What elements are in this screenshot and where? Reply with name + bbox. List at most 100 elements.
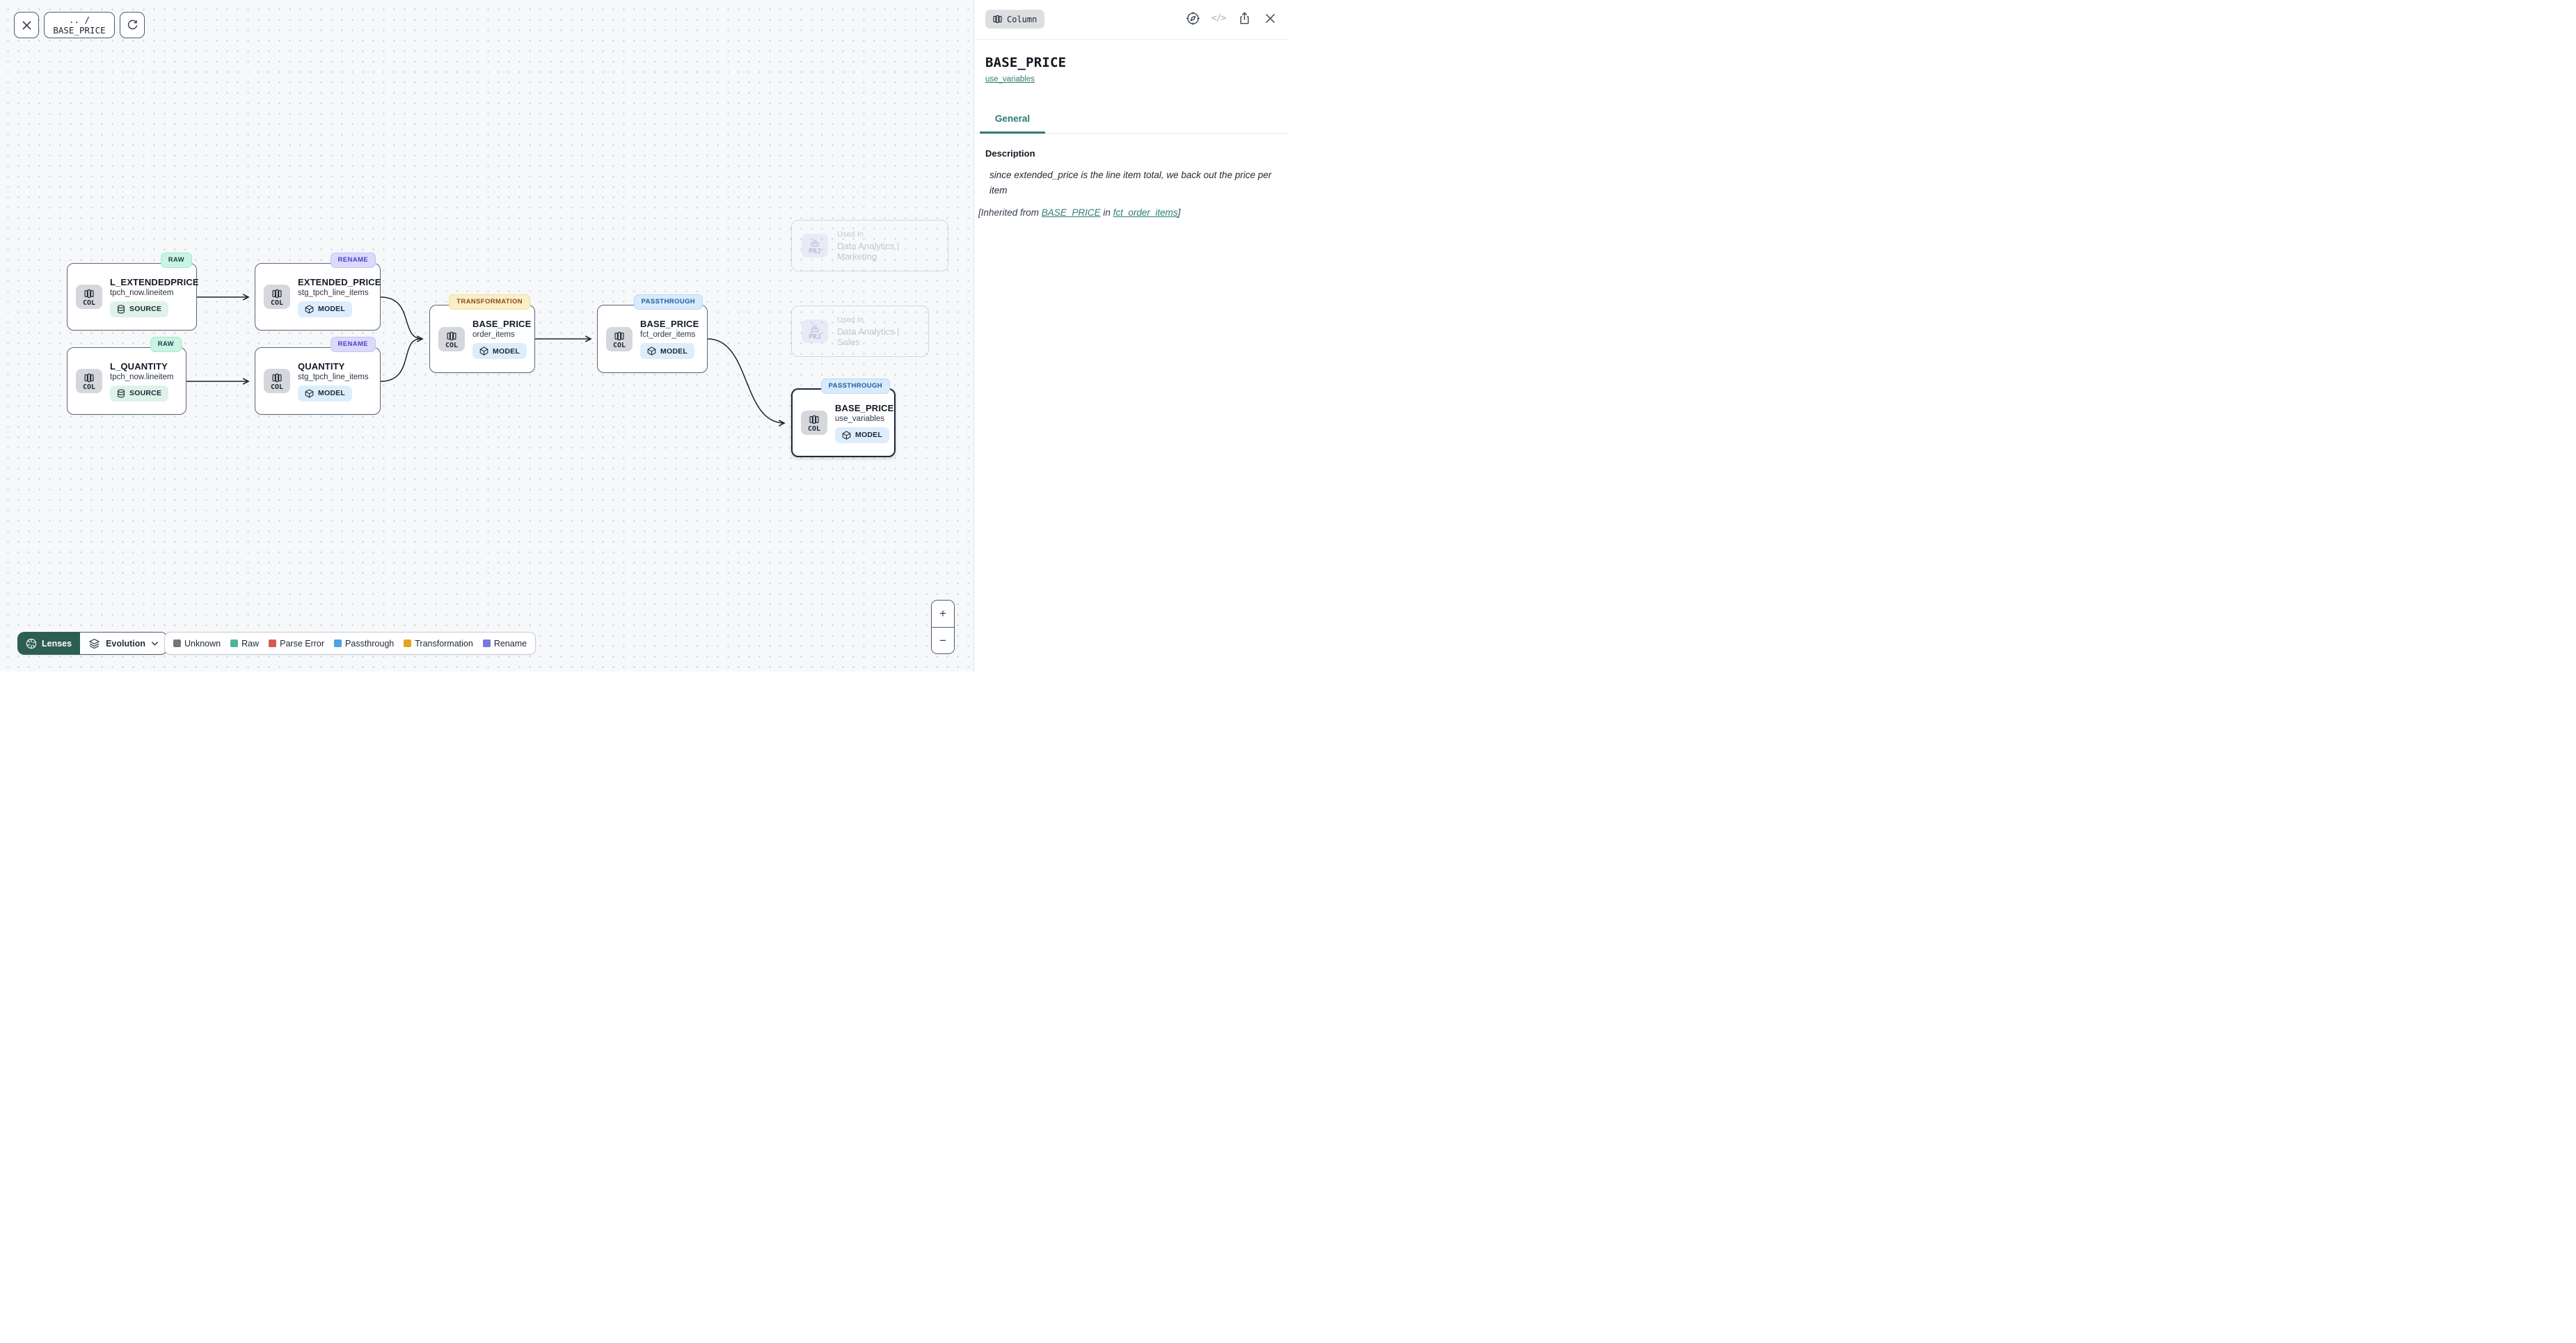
chevron-down-icon bbox=[151, 641, 159, 646]
chip-label: COL bbox=[270, 383, 284, 391]
lens-dropdown[interactable]: Evolution bbox=[80, 632, 168, 655]
node-subtitle: stg_tpch_line_items bbox=[298, 372, 369, 381]
code-view-button[interactable]: </> bbox=[1211, 13, 1226, 24]
chip-label: PRJ bbox=[808, 248, 822, 255]
model-pill: MODEL bbox=[472, 343, 527, 359]
model-pill: MODEL bbox=[298, 385, 352, 402]
cube-icon bbox=[647, 347, 656, 356]
model-pill: MODEL bbox=[835, 427, 889, 443]
project-stack-icon bbox=[811, 325, 819, 333]
lineage-edge bbox=[707, 338, 786, 427]
inherited-column-link[interactable]: BASE_PRICE bbox=[1041, 207, 1101, 218]
cube-icon bbox=[479, 347, 488, 356]
aperture-icon bbox=[26, 638, 37, 649]
evolution-badge-passthrough: PASSTHROUGH bbox=[820, 379, 890, 394]
close-icon bbox=[1265, 13, 1275, 23]
node-subtitle: order_items bbox=[472, 331, 515, 339]
close-panel-button[interactable] bbox=[1262, 10, 1278, 26]
share-icon bbox=[1239, 12, 1249, 24]
chip-label: COL bbox=[82, 299, 96, 307]
legend-swatch bbox=[230, 639, 239, 647]
lineage-node-base-price-fct-order-items[interactable]: PASSTHROUGH COL BASE_PRICE fct_order_ite… bbox=[597, 294, 708, 373]
node-title: EXTENDED_PRICE bbox=[298, 276, 381, 287]
chip-label: COL bbox=[807, 425, 821, 433]
close-lineage-button[interactable] bbox=[14, 12, 39, 38]
node-subtitle: tpch_now.lineitem bbox=[110, 372, 174, 381]
node-title: L_EXTENDEDPRICE bbox=[110, 276, 199, 287]
lineage-node-l-quantity[interactable]: RAW COL L_QUANTITY tpch_now.lineitem SOU… bbox=[67, 337, 186, 415]
legend-swatch bbox=[482, 639, 491, 647]
legend-swatch bbox=[173, 639, 181, 647]
inherited-model-link[interactable]: fct_order_items bbox=[1113, 207, 1178, 218]
close-icon bbox=[22, 20, 31, 30]
evolution-badge-rename: RENAME bbox=[330, 337, 376, 352]
columns-icon bbox=[614, 331, 624, 340]
chip-label: PRJ bbox=[808, 333, 822, 341]
column-chip: COL bbox=[264, 285, 290, 309]
lineage-edge bbox=[380, 296, 424, 342]
lineage-node-base-price-order-items[interactable]: TRANSFORMATION COL BASE_PRICE order_item… bbox=[429, 294, 535, 373]
column-chip: COL bbox=[801, 411, 827, 435]
cube-icon bbox=[305, 304, 314, 314]
used-in-label: Used In bbox=[837, 315, 864, 324]
node-title: BASE_PRICE bbox=[472, 319, 532, 329]
lenses-button[interactable]: Lenses bbox=[17, 632, 81, 655]
cube-icon bbox=[305, 388, 314, 398]
explore-compass-button[interactable] bbox=[1184, 10, 1201, 26]
legend-item: Parse Error bbox=[269, 639, 324, 649]
tab-general[interactable]: General bbox=[980, 113, 1045, 134]
columns-icon bbox=[272, 373, 282, 383]
description-text: since extended_price is the line item to… bbox=[989, 170, 1272, 196]
entity-type-badge: Column bbox=[985, 10, 1045, 29]
panel-tabs: General bbox=[974, 113, 1288, 134]
refresh-button[interactable] bbox=[120, 12, 145, 38]
legend-swatch bbox=[404, 639, 412, 647]
legend-item: Passthrough bbox=[334, 639, 394, 649]
zoom-out-button[interactable]: − bbox=[932, 627, 954, 653]
legend-swatch bbox=[269, 639, 277, 647]
lineage-node-quantity[interactable]: RENAME COL QUANTITY stg_tpch_line_items … bbox=[255, 337, 381, 415]
compass-icon bbox=[1186, 11, 1200, 25]
database-icon bbox=[118, 388, 125, 397]
lineage-canvas[interactable]: .. / BASE_PRICE RAW COL L_EXTENDEDPRICE … bbox=[0, 0, 973, 672]
inherited-note: [Inherited from BASE_PRICE in fct_order_… bbox=[978, 207, 1181, 218]
columns-icon bbox=[993, 15, 1002, 24]
used-in-node-marketing[interactable]: PRJ Used In Data Analytics | Marketing bbox=[791, 220, 948, 271]
node-subtitle: fct_order_items bbox=[640, 331, 696, 339]
node-title: L_QUANTITY bbox=[110, 360, 168, 372]
chip-label: COL bbox=[270, 299, 284, 307]
column-chip: COL bbox=[606, 326, 633, 351]
node-title: BASE_PRICE bbox=[640, 319, 699, 329]
source-pill: SOURCE bbox=[110, 301, 169, 317]
breadcrumb[interactable]: .. / BASE_PRICE bbox=[44, 12, 115, 38]
column-chip: COL bbox=[438, 326, 465, 351]
legend-item: Transformation bbox=[404, 639, 473, 649]
lens-controls: Lenses Evolution bbox=[17, 632, 168, 655]
lineage-app: .. / BASE_PRICE RAW COL L_EXTENDEDPRICE … bbox=[0, 0, 1288, 672]
columns-icon bbox=[84, 289, 94, 299]
used-in-node-sales[interactable]: PRJ Used In Data Analytics | Sales bbox=[791, 305, 929, 357]
legend-swatch bbox=[334, 639, 342, 647]
database-icon bbox=[118, 304, 125, 313]
project-chip: PRJ bbox=[802, 234, 828, 257]
source-pill: SOURCE bbox=[110, 385, 169, 402]
used-in-label: Used In bbox=[837, 230, 864, 239]
evolution-legend: Unknown Raw Parse Error Passthrough Tran… bbox=[164, 632, 536, 655]
share-button[interactable] bbox=[1236, 10, 1253, 26]
evolution-badge-transformation: TRANSFORMATION bbox=[449, 294, 530, 310]
node-subtitle: tpch_now.lineitem bbox=[110, 288, 174, 297]
evolution-badge-raw: RAW bbox=[150, 337, 182, 352]
active-tab-indicator bbox=[980, 132, 1045, 134]
zoom-in-button[interactable]: + bbox=[932, 601, 954, 628]
model-pill: MODEL bbox=[298, 301, 352, 317]
lineage-node-base-price-use-variables[interactable]: PASSTHROUGH COL BASE_PRICE use_variables… bbox=[791, 379, 896, 457]
details-panel: Column </> BASE_PRICE use_variables Gene… bbox=[973, 0, 1288, 672]
model-link[interactable]: use_variables bbox=[985, 75, 1035, 84]
chip-label: COL bbox=[612, 341, 626, 349]
legend-item: Raw bbox=[230, 639, 259, 649]
used-in-name: Data Analytics | Sales bbox=[837, 326, 900, 347]
panel-header: Column </> bbox=[974, 0, 1288, 40]
lineage-node-l-extendedprice[interactable]: RAW COL L_EXTENDEDPRICE tpch_now.lineite… bbox=[67, 253, 199, 331]
lineage-node-extended-price[interactable]: RENAME COL EXTENDED_PRICE stg_tpch_line_… bbox=[255, 253, 381, 331]
project-chip: PRJ bbox=[802, 319, 828, 343]
